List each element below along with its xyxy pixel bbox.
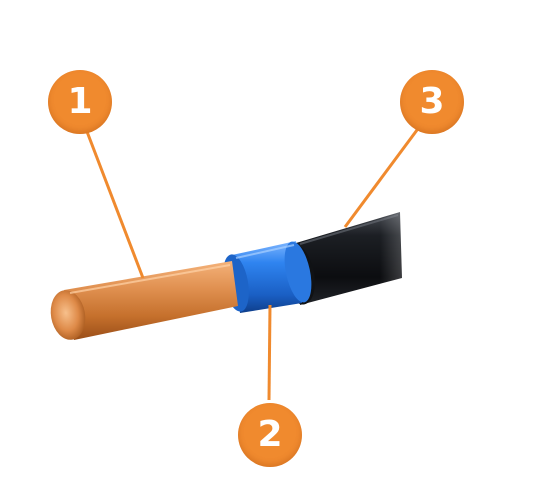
callout-badge-1: 1 xyxy=(48,70,112,134)
callout-number-2: 2 xyxy=(257,414,283,455)
blue-insulation xyxy=(223,241,312,313)
callout-badge-2: 2 xyxy=(238,403,302,467)
callout-number-3: 3 xyxy=(419,81,445,122)
copper-conductor xyxy=(50,261,238,340)
leader-line-3 xyxy=(343,125,422,228)
leader-line-2 xyxy=(267,304,272,401)
callout-number-1: 1 xyxy=(67,81,93,122)
leader-lines xyxy=(84,125,422,401)
callout-badge-3: 3 xyxy=(400,70,464,134)
leader-line-1 xyxy=(84,128,145,279)
